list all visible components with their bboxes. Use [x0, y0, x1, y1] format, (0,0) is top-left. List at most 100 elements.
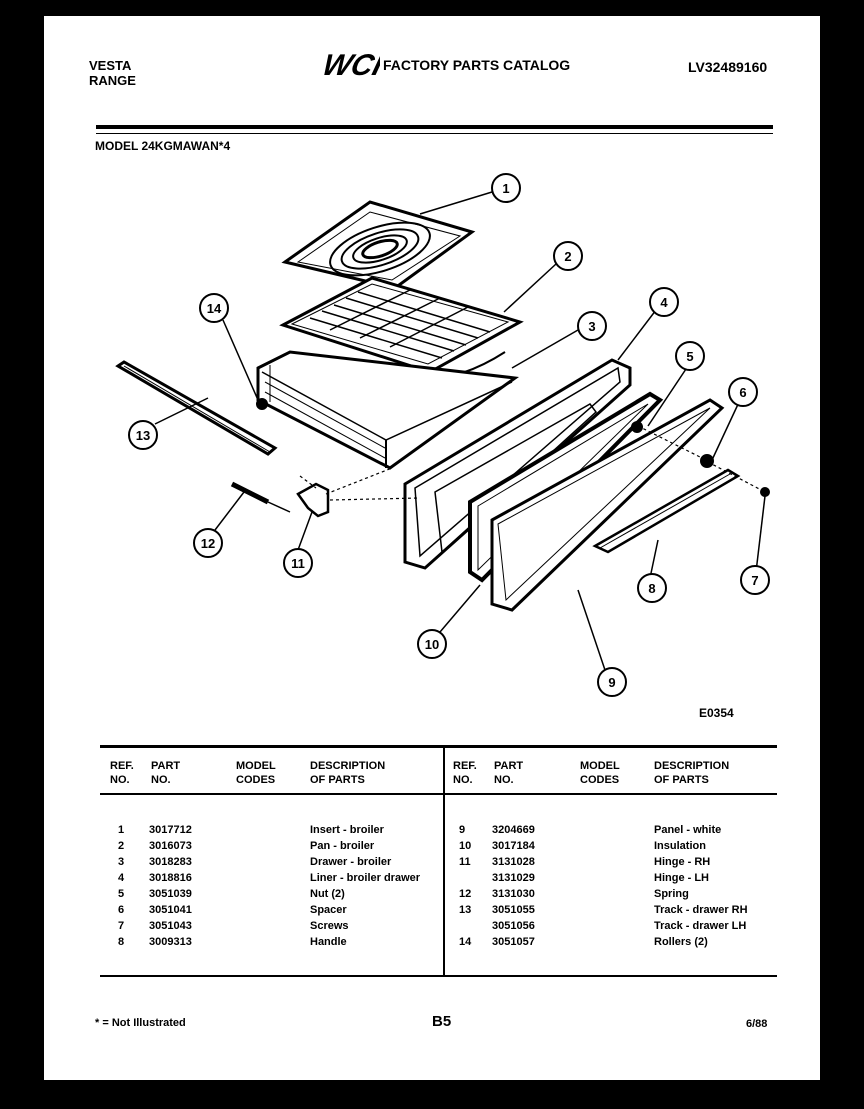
callout-12: 12 [193, 528, 223, 558]
cell-part: 3051056 [492, 920, 535, 932]
broiler-insert-part [281, 200, 476, 290]
table-header-rule [100, 793, 777, 795]
cell-part: 3051055 [492, 904, 535, 916]
model-line: MODEL 24KGMAWAN*4 [95, 139, 231, 153]
header-rule-thick [96, 125, 773, 129]
cell-ref: 12 [459, 888, 472, 900]
handle-part [592, 468, 741, 554]
callout-7: 7 [740, 565, 770, 595]
catalog-title: FACTORY PARTS CATALOG [383, 57, 571, 73]
drawer-track-part [115, 360, 278, 456]
svg-text:5: 5 [686, 349, 693, 364]
cell-ref: 11 [459, 856, 471, 868]
col-header-ref-right: REF. NO. [453, 760, 477, 786]
cell-part: 3051043 [149, 920, 192, 932]
cell-part: 3017184 [492, 840, 535, 852]
diagram-code: E0354 [699, 706, 734, 720]
table-top-rule [100, 745, 777, 748]
wci-logo-text: WCI [319, 48, 380, 80]
cell-part: 3009313 [149, 936, 192, 948]
cell-ref: 10 [459, 840, 472, 852]
cell-desc: Insulation [654, 840, 706, 852]
exploded-diagram: 1 2 3 4 5 6 7 8 9 10 11 12 13 14 [115, 173, 770, 697]
cell-desc: Track - drawer RH [654, 904, 748, 916]
callout-5: 5 [675, 341, 705, 371]
col-header-desc-right: DESCRIPTION OF PARTS [654, 760, 730, 786]
svg-text:10: 10 [425, 637, 439, 652]
wci-logo: WCI [318, 48, 387, 81]
svg-text:6: 6 [739, 385, 746, 400]
cell-ref: 14 [459, 936, 472, 948]
table-divider [443, 745, 445, 977]
callout-9: 9 [597, 667, 627, 697]
spacer-part [700, 454, 714, 468]
cell-part: 3051057 [492, 936, 535, 948]
cell-ref: 4 [118, 872, 125, 884]
cell-ref: 3 [118, 856, 125, 868]
brand-line-2: RANGE [89, 73, 136, 88]
brand-block: VESTA RANGE [89, 58, 136, 88]
broiler-drawer-part [256, 350, 520, 470]
cell-ref: 6 [118, 904, 125, 916]
cell-desc: Rollers (2) [654, 936, 708, 948]
cell-desc: Spring [654, 888, 689, 900]
svg-text:11: 11 [291, 556, 305, 571]
cell-ref: 8 [118, 936, 125, 948]
table-bottom-rule [100, 975, 777, 977]
brand-line-1: VESTA [89, 58, 132, 73]
callout-8: 8 [637, 573, 667, 603]
page-number: B5 [432, 1013, 452, 1030]
callout-2: 2 [553, 241, 583, 271]
header-rule-thin [96, 133, 773, 134]
cell-desc: Panel - white [654, 824, 722, 836]
cell-ref: 13 [459, 904, 472, 916]
col-header-desc-left: DESCRIPTION OF PARTS [310, 760, 386, 786]
svg-text:13: 13 [136, 428, 150, 443]
callout-11: 11 [283, 548, 313, 578]
cell-ref: 7 [118, 920, 125, 932]
col-header-model-right: MODEL CODES [580, 760, 620, 786]
svg-text:7: 7 [751, 573, 758, 588]
cell-part: 3051039 [149, 888, 192, 900]
cell-ref: 9 [459, 824, 466, 836]
cell-desc: Liner - broiler drawer [310, 872, 421, 884]
svg-text:1: 1 [502, 181, 509, 196]
cell-ref: 5 [118, 888, 125, 900]
svg-text:4: 4 [660, 295, 668, 310]
cell-desc: Pan - broiler [310, 840, 375, 852]
front-panel-part [490, 398, 725, 612]
cell-part: 3018283 [149, 856, 192, 868]
col-header-part-right: PART NO. [494, 760, 524, 786]
callout-1: 1 [491, 173, 521, 203]
col-header-ref-left: REF. NO. [110, 760, 134, 786]
col-header-part-left: PART NO. [151, 760, 181, 786]
hinge-part [296, 482, 330, 518]
cell-desc: Hinge - RH [654, 856, 711, 868]
broiler-pan-part [279, 276, 524, 381]
cell-part: 3018816 [149, 872, 192, 884]
wci-logo-graphic: WCI [319, 48, 387, 81]
cell-part: 3131028 [492, 856, 535, 868]
cell-desc: Nut (2) [310, 888, 345, 900]
nut-part [631, 421, 643, 433]
cell-ref: 1 [118, 824, 125, 836]
cell-desc: Drawer - broiler [310, 856, 392, 868]
cell-part: 3131030 [492, 888, 535, 900]
cell-part: 3204669 [492, 824, 535, 836]
callout-6: 6 [728, 377, 758, 407]
svg-text:12: 12 [201, 536, 215, 551]
catalog-number: LV32489160 [688, 59, 768, 75]
cell-part: 3017712 [149, 824, 192, 836]
callout-14: 14 [199, 293, 229, 323]
cell-desc: Track - drawer LH [654, 920, 747, 932]
cell-desc: Insert - broiler [310, 824, 384, 836]
svg-text:2: 2 [564, 249, 571, 264]
cell-part: 3016073 [149, 840, 192, 852]
cell-ref: 2 [118, 840, 125, 852]
callout-4: 4 [649, 287, 679, 317]
spring-part [230, 481, 291, 513]
callout-13: 13 [128, 420, 158, 450]
cell-desc: Screws [310, 920, 349, 932]
not-illustrated-note: * = Not Illustrated [95, 1017, 186, 1029]
callout-10: 10 [417, 629, 447, 659]
